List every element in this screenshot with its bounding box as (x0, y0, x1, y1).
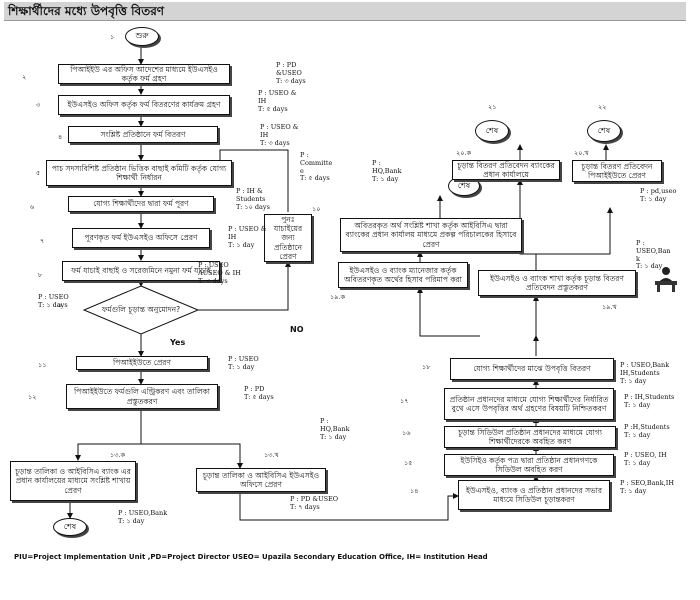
page-title: শিক্ষার্থীদের মধ্যে উপবৃত্তি বিতরণ (8, 4, 165, 18)
process-step-5: পাচ সদস্যবিশিষ্ট প্রতিষ্ঠান ভিত্তিক বাছা… (46, 160, 232, 186)
responsibility-note: P : IH,Students T: ১ day (624, 393, 675, 409)
process-step-10: পুনঃ যাচাইয়ের জন্য প্রতিষ্ঠানে প্রেরণ (264, 214, 312, 262)
step-number: ৭ (40, 237, 45, 245)
step-number: ২২ (598, 103, 607, 111)
process-step-13a: চূড়ান্ত তালিকা ও আইবিসিএ ব্যাংক এর প্রধ… (10, 461, 136, 501)
start-terminal: শুরু (125, 27, 159, 46)
responsibility-note: P : USEO & IH T: ১ day (228, 225, 267, 249)
step-number: ২১ (488, 103, 497, 111)
person-at-desk-icon (652, 266, 680, 292)
responsibility-note: P : PD &USEO T: ৭ days (290, 495, 339, 511)
step-number: ৫ (36, 169, 41, 177)
process-step-11: পিআইইউতে প্রেরণ (76, 356, 208, 370)
step-number: ২০.ক (456, 149, 472, 157)
title-bar: শিক্ষার্থীদের মধ্যে উপবৃত্তি বিতরণ (4, 2, 686, 21)
end-terminal: শেষ (475, 120, 509, 142)
responsibility-note: P : HQ,Bank T: ১ day (320, 417, 350, 441)
step-number: ২০.খ (574, 149, 589, 157)
decision-step-9: ফর্মগুলি চূড়ান্ত অনুমোদন? (101, 305, 181, 315)
step-number: ৪ (58, 133, 63, 141)
step-number: ১৯.ক (330, 293, 346, 301)
process-step-6: যোগ্য শিক্ষার্থীদের দ্বারা ফর্ম পূরণ (68, 196, 214, 212)
responsibility-note: P : pd,useo T: ১ day (640, 187, 677, 203)
abbreviation-legend: PIU=Project Implementation Unit ,PD=Proj… (14, 553, 488, 561)
responsibility-note: P : SEO,Bank,IH T: ১ day (620, 479, 674, 495)
process-step-16: চূড়ান্ত সিডিউল প্রতিষ্ঠান প্রধানদের মাধ… (444, 426, 616, 448)
process-step-2: পিআইইউ এর অফিস আদেশের মাধ্যমে ইউএসইও কর্… (58, 64, 230, 84)
process-step-19a: ইউএসইও ও ব্যাংক ম্যানেজার কর্তৃক অবিতরণক… (338, 262, 468, 288)
process-step-20a: অবিতরকৃত অর্থ সংশ্লিষ্ট শাখা কর্তৃক আইবি… (340, 218, 522, 252)
responsibility-note: P : USEO,Bank IH,Students T: ১ day (620, 361, 670, 385)
process-step-20b: চূড়ান্ত বিতরণ প্রতিবেদন পিআইইউতে প্রেরণ (572, 160, 662, 182)
step-number: ১২ (28, 393, 37, 401)
responsibility-note: P : PD T: ৫ days (244, 385, 274, 401)
step-number: ১৩.খ (264, 451, 279, 459)
step-number: ১৬ (402, 429, 411, 437)
responsibility-note: P : HQ,Bank T: ১ day (372, 159, 402, 183)
process-step-19b: ইউএসইও ও ব্যাংক শাখা কর্তৃক চূড়ান্ত বিত… (478, 270, 636, 296)
process-step-14: ইউএসইও, ব্যাংক ও প্রতিষ্ঠান প্রধানদের সভ… (458, 480, 610, 510)
responsibility-note: P : USEO T: ১ days (38, 293, 69, 309)
responsibility-note: P : USEO T: ১ day (228, 355, 259, 371)
responsibility-note: P : USEO, IH T: ১ day (624, 451, 667, 467)
step-number: ১১ (38, 361, 47, 369)
step-number: ৯ (58, 301, 63, 309)
branch-yes-label: Yes (170, 338, 186, 347)
responsibility-note: P : IH & Students T: ১০ days (236, 187, 270, 211)
step-number: ৮ (38, 271, 43, 279)
step-number: ৩ (36, 101, 41, 109)
responsibility-note: P : PD &USEO T: ৩ days (276, 61, 306, 85)
decision-diamond (82, 285, 200, 335)
step-number: ৬ (30, 203, 35, 211)
branch-no-label: NO (290, 325, 304, 334)
responsibility-note: P : USEO & IH T: ৫ days (258, 89, 297, 113)
process-step-18: যোগ্য শিক্ষার্থীদের মাঝে উপবৃত্তি বিতরণ (450, 358, 614, 380)
process-step-17: প্রতিষ্ঠান প্রধানদের মাধ্যমে যোগ্য শিক্ষ… (444, 388, 614, 420)
responsibility-note: P : USEO,Ban k T: ১ day (636, 239, 671, 271)
responsibility-note: P : USEO & IH T: ৩ days (260, 123, 299, 147)
process-step-3: ইউএসইও অফিস কর্তৃক ফর্ম বিতরণের কার্যক্র… (58, 95, 230, 115)
process-step-15: ইউসিইও কর্তৃক পত্র দ্বারা প্রতিষ্ঠান প্র… (444, 454, 614, 476)
process-step-8: ফর্ম যাচাই বাছাই ও সরেজমিনে নমুনা ফর্ম য… (62, 261, 220, 281)
step-number: ১ (110, 33, 115, 41)
step-number: ১০ (312, 205, 321, 213)
responsibility-note: P : USEO AUSEO & IH T: ৩ days (198, 261, 241, 285)
step-number: ১৩.ক (110, 451, 126, 459)
step-number: ১৭ (400, 397, 409, 405)
end-terminal: শেষ (53, 518, 87, 536)
step-number: ১৮ (422, 363, 431, 371)
step-number: ২ (22, 73, 27, 81)
process-step-12: পিআইইউতে ফর্মগুলি এন্ট্রিকরণ এবং তালিকা … (66, 384, 218, 409)
process-step-13b: চূড়ান্ত তালিকা ও আইবিসিএ ইউএসইও অফিসে প… (196, 468, 326, 492)
step-number: ১৪ (410, 487, 419, 495)
step-number: ১৫ (404, 459, 413, 467)
process-step-4: সংশ্লিষ্ট প্রতিষ্ঠানে ফর্ম বিতরণ (68, 126, 218, 143)
responsibility-note: P : Committe e T: ৫ days (300, 151, 333, 183)
process-step-7: পূরণকৃত ফর্ম ইউএসইও অফিসে প্রেরণ (72, 228, 210, 248)
process-step-21: চূড়ান্ত বিতরণ প্রতিবেদন ব্যাংকের প্রধান… (452, 160, 560, 180)
responsibility-note: P : USEO,Bank T: ১ day (118, 509, 168, 525)
responsibility-note: P :H,Students T: ১ day (624, 423, 670, 439)
step-number: ১৯.খ (602, 303, 617, 311)
end-terminal: শেষ (587, 120, 621, 142)
